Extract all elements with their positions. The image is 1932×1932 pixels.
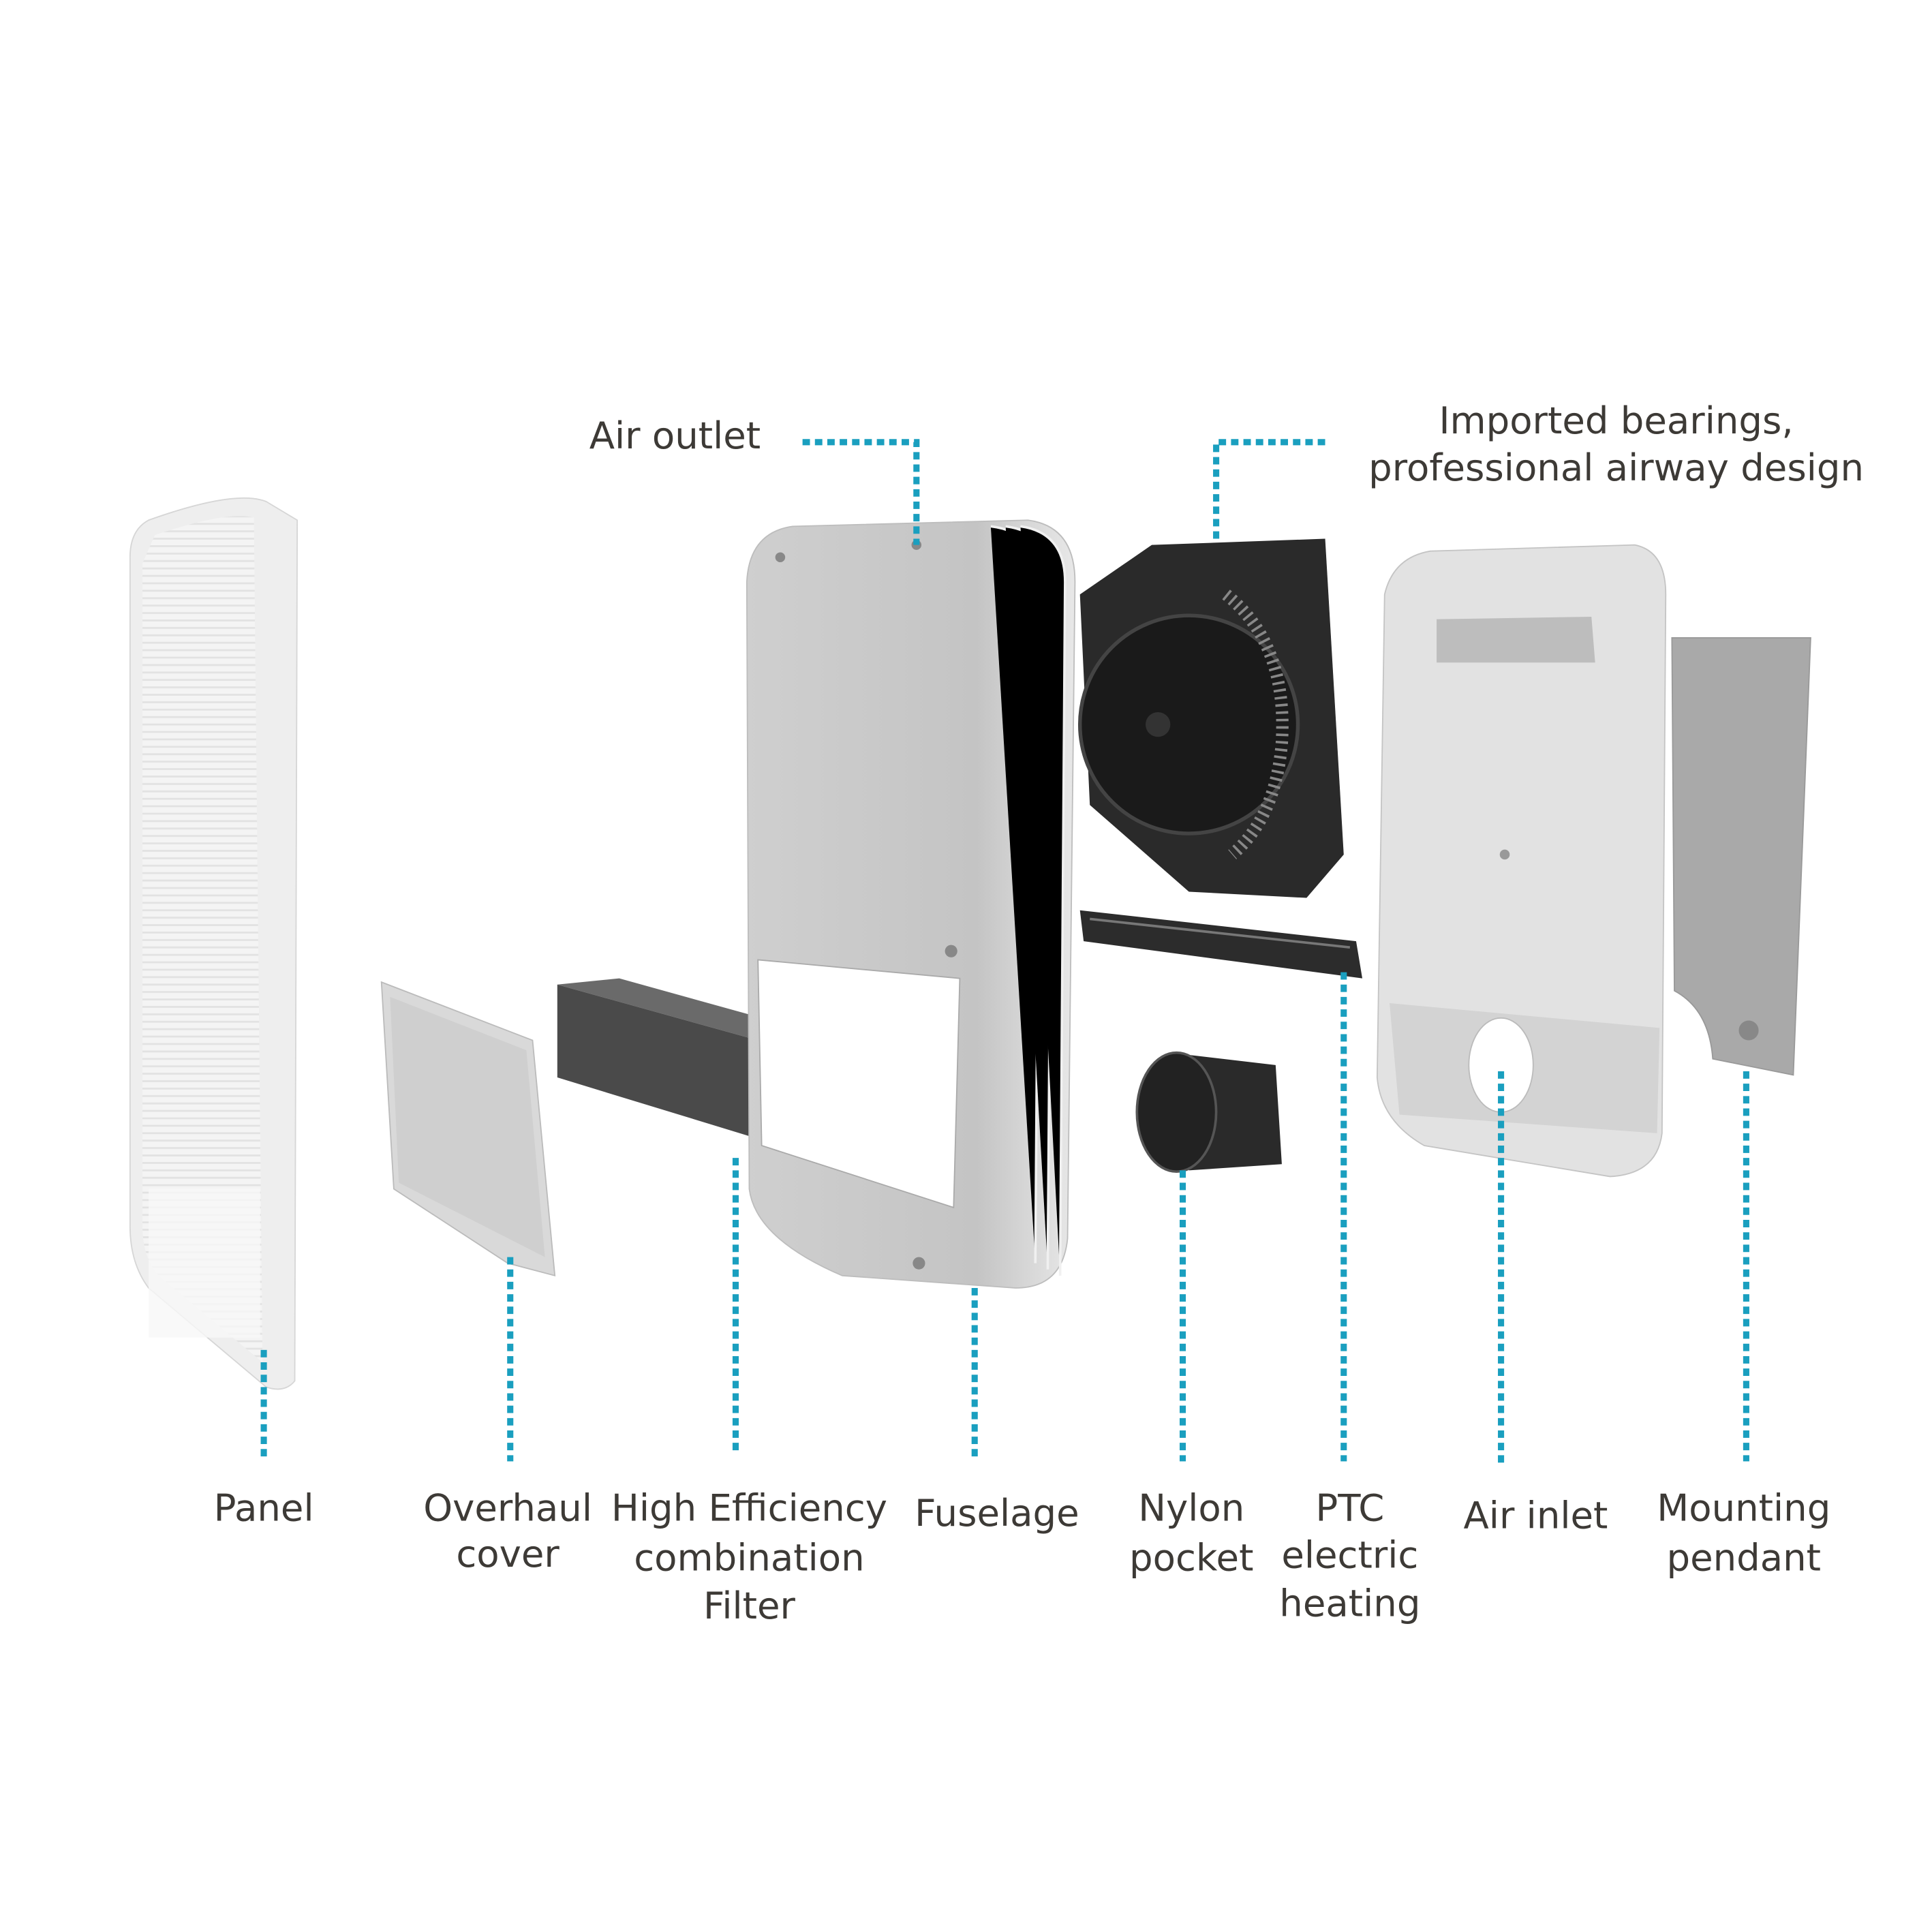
leader-bearings: [1213, 439, 1325, 539]
label-filter-3: Filter: [703, 1584, 796, 1627]
overhaul-cover-part: [380, 981, 556, 1277]
label-overhaul-2: cover: [456, 1532, 559, 1576]
fan-blower-part: [1077, 538, 1344, 898]
leader-air-outlet: [802, 439, 920, 545]
label-overhaul-1: Overhaul: [423, 1486, 592, 1530]
mounting-pendant-part: [1671, 637, 1811, 1076]
label-bearings-1: Imported bearings,: [1439, 399, 1793, 442]
label-mounting-1: Mounting: [1657, 1486, 1830, 1530]
fuselage-part: [746, 519, 1076, 1289]
leader-lines: [260, 439, 1749, 1468]
label-panel: Panel: [214, 1486, 314, 1530]
label-air-inlet: Air inlet: [1464, 1494, 1608, 1537]
label-nylon-1: Nylon: [1138, 1486, 1244, 1530]
ptc-heater-part: [1079, 910, 1363, 979]
label-nylon-2: pocket: [1129, 1535, 1253, 1579]
label-fuselage: Fuselage: [915, 1491, 1079, 1535]
label-air-outlet: Air outlet: [589, 414, 761, 457]
label-filter-1: High Efficiency: [611, 1486, 887, 1530]
label-mounting-2: pendant: [1666, 1535, 1821, 1579]
panel-part: [129, 497, 298, 1390]
label-ptc-3: heating: [1279, 1582, 1420, 1625]
back-plate-part: [1376, 544, 1667, 1178]
label-bearings-2: professional airway design: [1368, 446, 1864, 489]
nylon-pocket-part: [1135, 1051, 1282, 1173]
label-ptc-1: PTC: [1315, 1486, 1384, 1530]
label-ptc-2: electric: [1281, 1533, 1418, 1577]
label-filter-2: combination: [634, 1535, 864, 1579]
